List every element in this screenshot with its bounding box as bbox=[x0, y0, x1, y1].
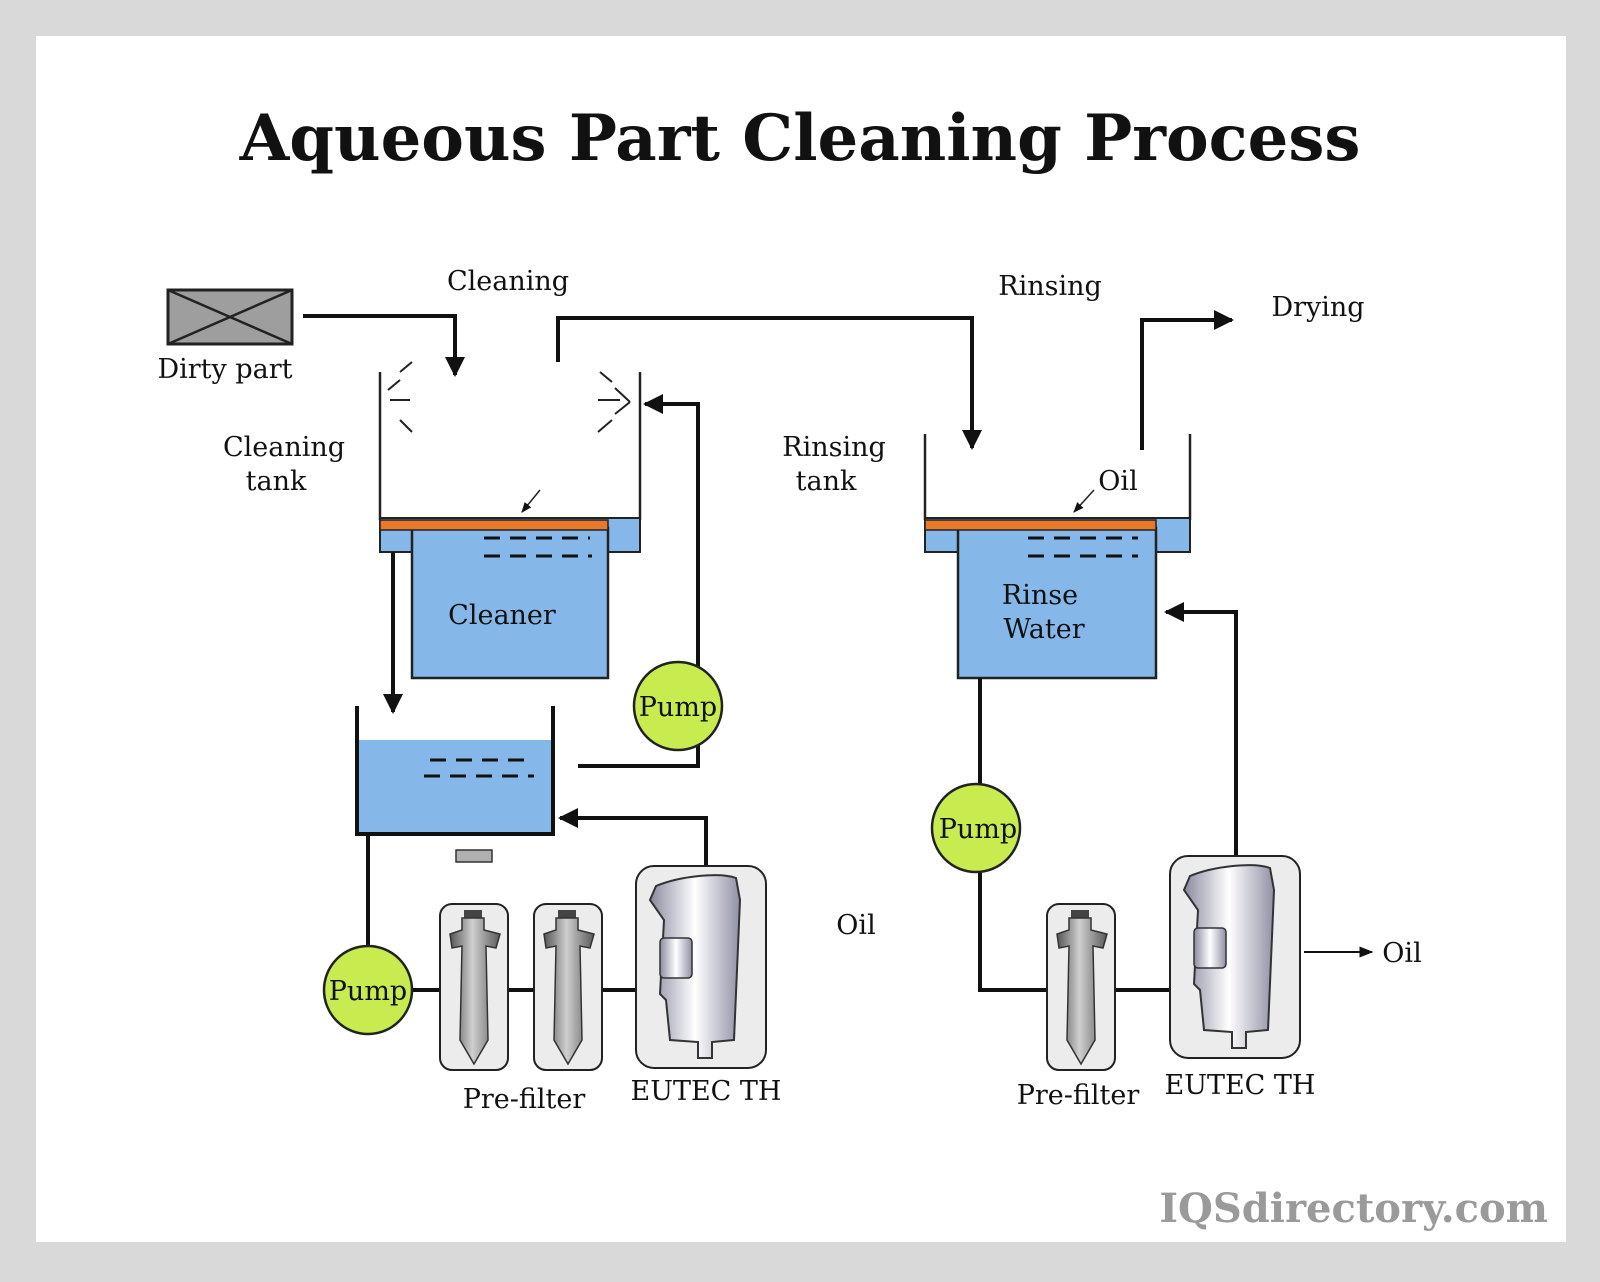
arrow-dirty-to-cleaning bbox=[303, 314, 465, 377]
oil-label-middle: Oil bbox=[836, 910, 875, 941]
pump-label-lower-left: Pump bbox=[329, 976, 407, 1007]
cleaning-tank-label-2: tank bbox=[246, 466, 307, 497]
oil-label-right: Oil bbox=[1382, 938, 1421, 969]
pump-icon-lower-left bbox=[322, 944, 414, 1036]
watermark: IQSdirectory.com bbox=[1159, 1185, 1548, 1232]
arrow-rinse-to-drying bbox=[1140, 310, 1234, 450]
cleaning-tank bbox=[378, 361, 642, 680]
eutec-icon-left bbox=[635, 865, 767, 1069]
prefilter-label-right: Pre-filter bbox=[1017, 1080, 1140, 1111]
pump-icon-upper bbox=[632, 660, 724, 752]
rinsing-tank bbox=[923, 434, 1192, 680]
page-title: Aqueous Part Cleaning Process bbox=[239, 101, 1361, 176]
pump-icon-right bbox=[930, 782, 1022, 874]
rinse-water-label-1: Rinse bbox=[1002, 580, 1078, 611]
prefilter-icon-right bbox=[1046, 903, 1116, 1071]
collection-tank bbox=[355, 706, 555, 863]
oil-label-rinse: Oil bbox=[1098, 466, 1137, 497]
arrow-pump-to-spray bbox=[578, 394, 700, 768]
drying-label: Drying bbox=[1271, 292, 1364, 323]
rinsing-label: Rinsing bbox=[998, 271, 1102, 302]
dirty-part-icon bbox=[166, 288, 294, 346]
rinse-water-label-2: Water bbox=[1003, 614, 1084, 645]
prefilter-icon-2 bbox=[533, 903, 603, 1071]
eutec-icon-right bbox=[1169, 855, 1301, 1059]
cleaning-tank-label-1: Cleaning bbox=[223, 432, 345, 463]
prefilter-icon-1 bbox=[439, 903, 509, 1071]
arrow-eutec-to-tank bbox=[558, 808, 708, 870]
prefilter-label-left: Pre-filter bbox=[463, 1084, 586, 1115]
rinsing-tank-label-2: tank bbox=[796, 466, 857, 497]
eutec-label-left: EUTEC TH bbox=[631, 1076, 782, 1107]
pump-label-upper: Pump bbox=[639, 692, 717, 723]
arrow-eutec-to-rinse bbox=[1164, 602, 1238, 858]
arrow-cleaning-to-rinsing bbox=[556, 316, 982, 450]
dirty-part-label: Dirty part bbox=[157, 354, 292, 385]
cleaner-label: Cleaner bbox=[448, 600, 556, 631]
eutec-label-right: EUTEC TH bbox=[1165, 1070, 1316, 1101]
cleaning-label: Cleaning bbox=[447, 266, 569, 297]
frame bbox=[36, 36, 1566, 1242]
rinsing-tank-label-1: Rinsing bbox=[782, 432, 886, 463]
pump-label-right: Pump bbox=[939, 814, 1017, 845]
